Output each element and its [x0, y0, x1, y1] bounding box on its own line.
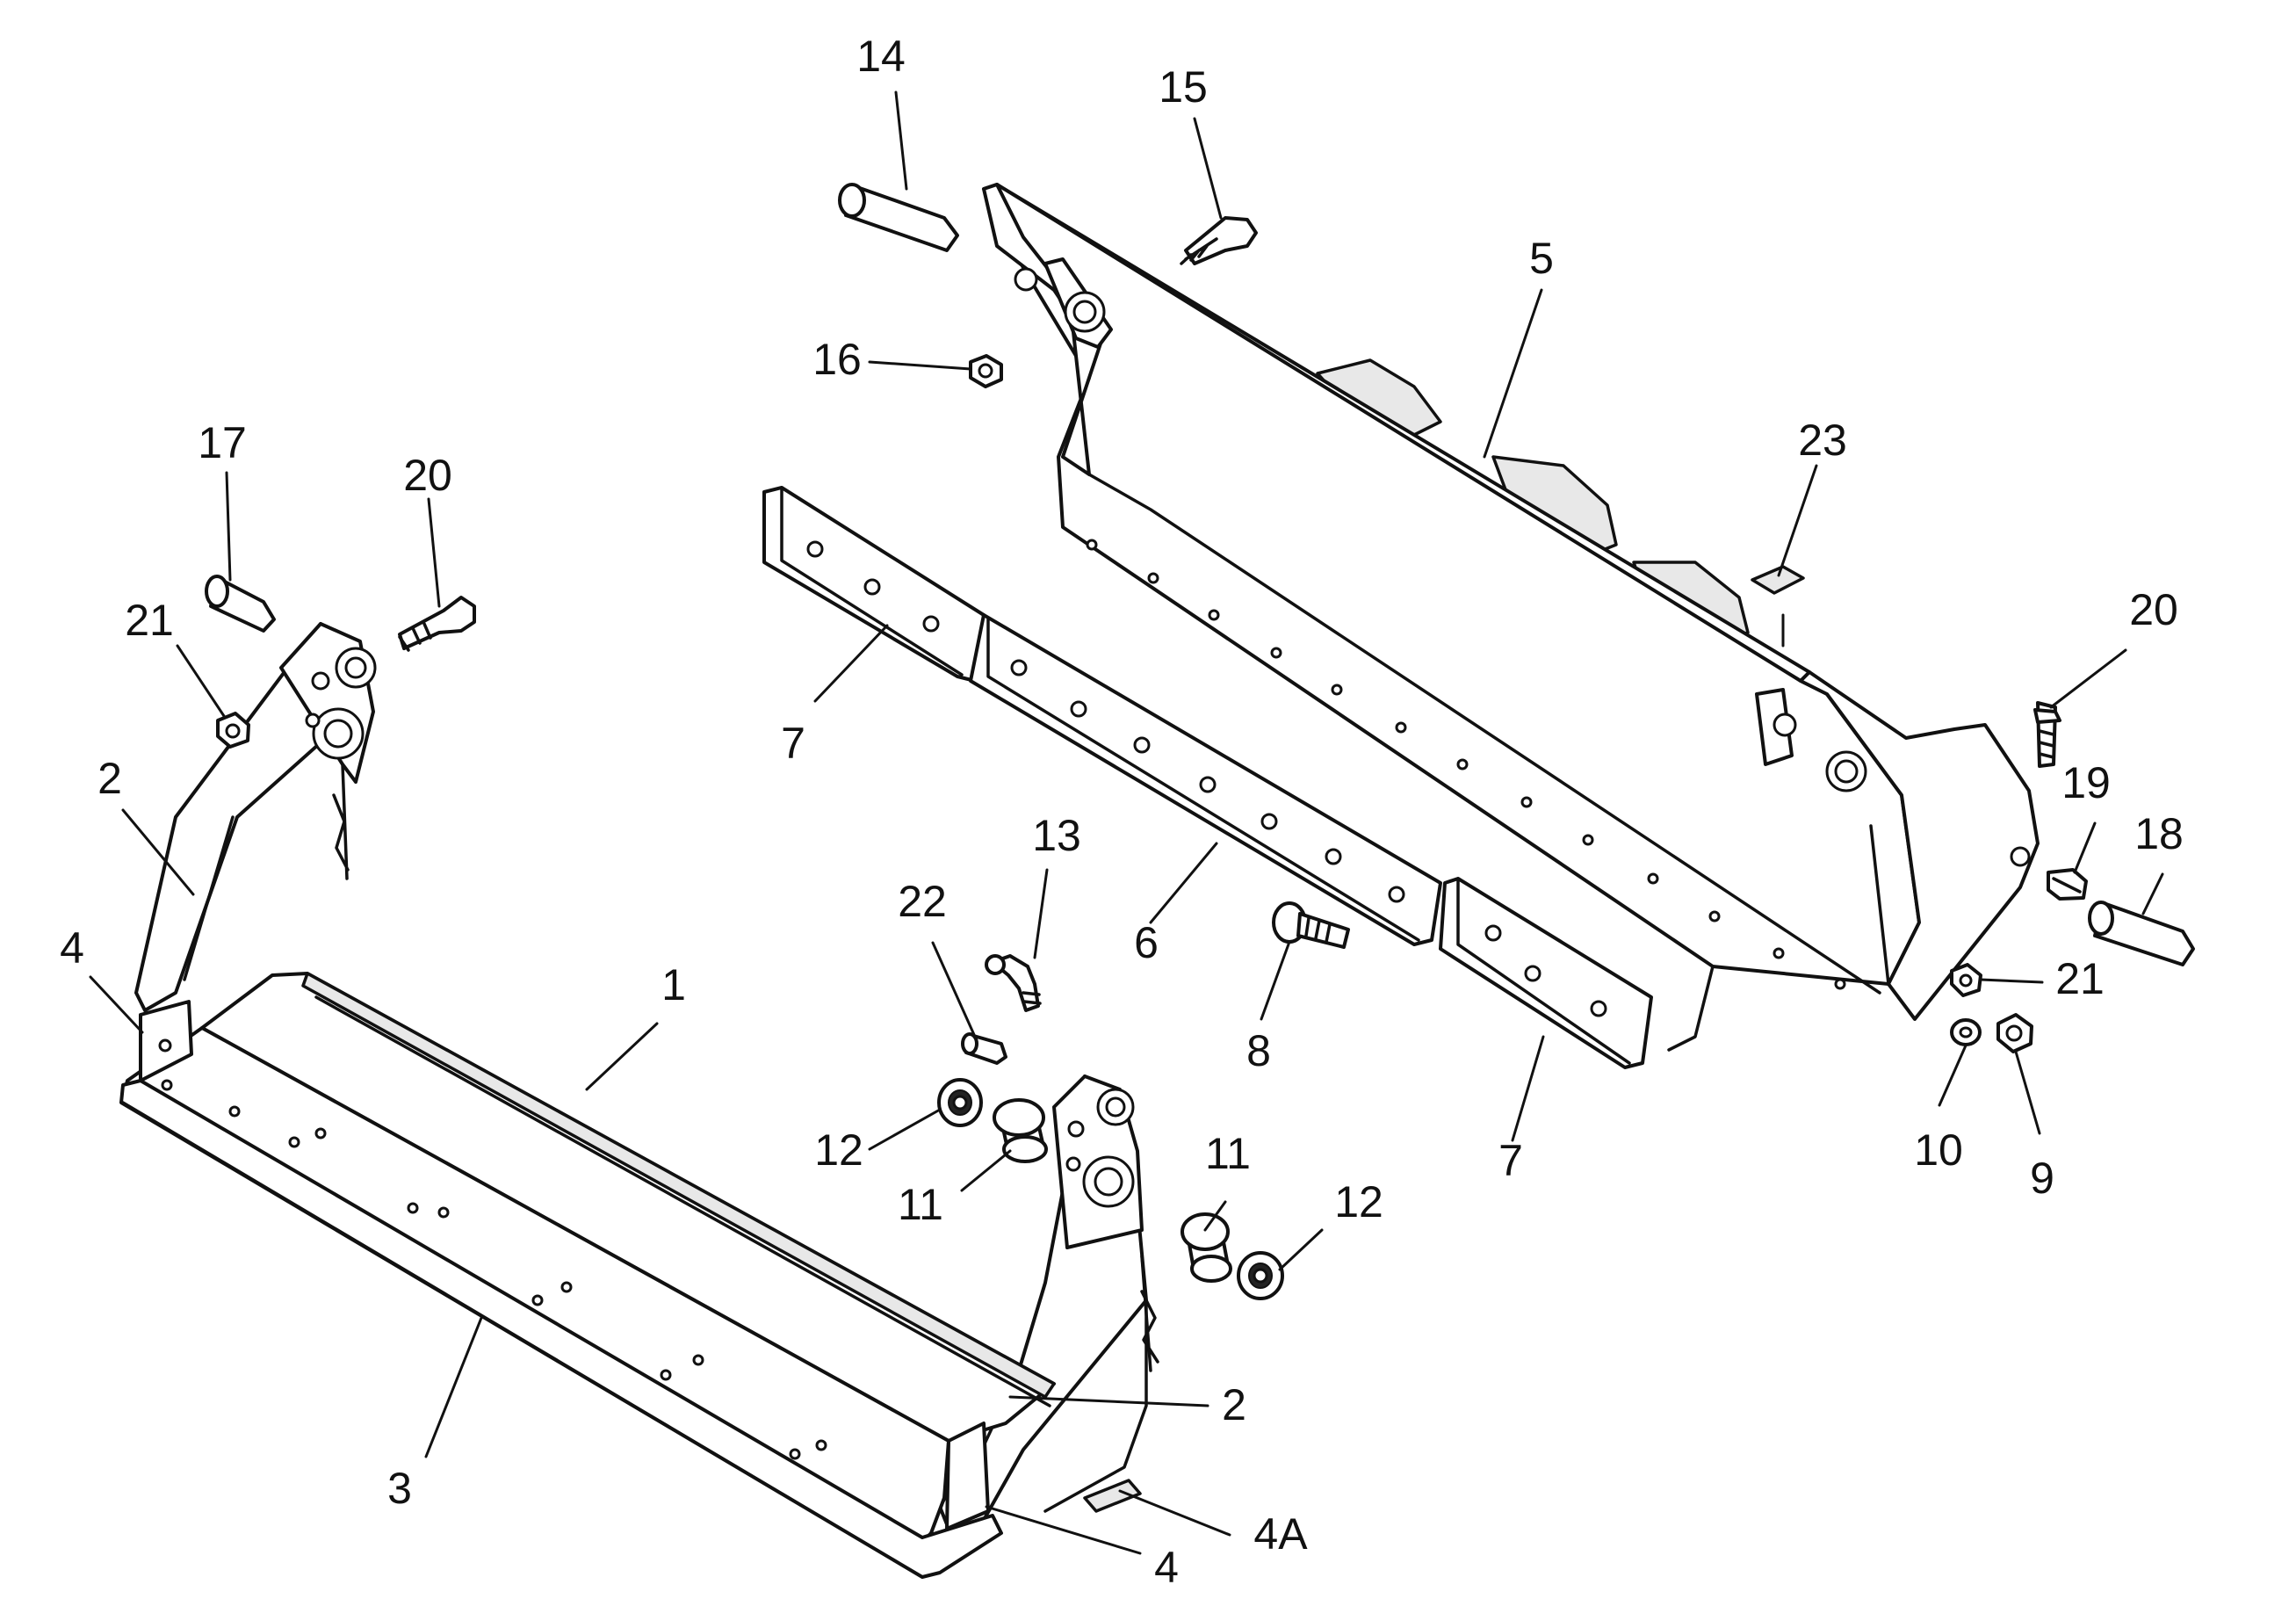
bolt-20-left — [398, 596, 476, 652]
blade-pin-hole-inner — [1072, 300, 1097, 324]
callout-11: 11 — [898, 1180, 943, 1229]
callout-21: 21 — [2055, 954, 2105, 1003]
callouts: 14 15 5 16 17 20 21 23 20 2 7 19 18 13 4… — [60, 32, 2184, 1592]
callout-13: 13 — [1032, 811, 1081, 860]
cutting-edge-left — [762, 486, 986, 683]
callout-7: 7 — [781, 719, 805, 768]
cutting-edge-right — [1439, 877, 1653, 1069]
cutting-edge-center — [969, 613, 1442, 946]
bushing-11-right — [1180, 1212, 1232, 1283]
callout-4A: 4A — [1253, 1509, 1308, 1559]
callout-5: 5 — [1529, 234, 1554, 283]
right-side-plate — [945, 1422, 990, 1530]
callout-20: 20 — [2129, 585, 2178, 634]
callout-16: 16 — [812, 335, 862, 384]
bottom-plate — [119, 1079, 1003, 1579]
callout-2: 2 — [1222, 1380, 1246, 1429]
callout-4: 4 — [60, 923, 84, 973]
callout-12: 12 — [814, 1125, 863, 1175]
callout-21: 21 — [125, 596, 174, 645]
right-arm — [938, 1074, 1159, 1530]
blade-assembly — [982, 183, 2040, 1052]
bushing-11-left — [993, 1098, 1048, 1163]
seal-12-left — [937, 1078, 983, 1127]
pin-22 — [961, 1032, 1007, 1065]
callout-15: 15 — [1159, 62, 1208, 112]
blade-bottom-lip — [1087, 473, 1881, 1052]
washer-10 — [1950, 1018, 1982, 1046]
nut-21-left — [216, 712, 250, 749]
callout-9: 9 — [2030, 1154, 2054, 1203]
bottom-plate-bolt-holes — [161, 1079, 827, 1460]
callout-11: 11 — [1205, 1129, 1251, 1178]
callout-3: 3 — [387, 1464, 412, 1513]
callout-10: 10 — [1914, 1125, 1963, 1175]
blade-pin-hole-inner — [1834, 759, 1859, 784]
callout-20: 20 — [403, 451, 452, 500]
side-plate-4A — [1083, 1479, 1142, 1513]
nut-9 — [1996, 1013, 2033, 1053]
callout-4: 4 — [1154, 1543, 1179, 1592]
callout-6: 6 — [1134, 918, 1159, 967]
callout-22: 22 — [898, 877, 947, 926]
blade-end-hole — [1773, 713, 1797, 737]
leader-lines — [89, 90, 2164, 1555]
callout-12: 12 — [1334, 1177, 1383, 1226]
left-arm — [134, 622, 377, 1012]
bolt-20-right — [2033, 701, 2061, 768]
callout-2: 2 — [97, 754, 122, 803]
blade-right-end-plate — [1799, 670, 2040, 1021]
callout-14: 14 — [856, 32, 906, 81]
pin-17 — [205, 575, 276, 633]
bolt-8 — [1272, 901, 1350, 949]
grease-fitting-19 — [2047, 868, 2088, 901]
plate-23 — [1751, 565, 1805, 595]
blade-bolt-holes — [1086, 539, 1846, 990]
pin-14 — [838, 183, 959, 252]
grease-fitting-13 — [985, 954, 1042, 1012]
seal-12-right — [1237, 1251, 1284, 1300]
callout-17: 17 — [198, 418, 247, 467]
frame-body — [121, 972, 1056, 1548]
callout-18: 18 — [2134, 809, 2184, 858]
blade-right-end-edge — [1869, 824, 1890, 986]
right-arm-bottom-edge — [1043, 1299, 1148, 1513]
bolt-15 — [1180, 216, 1258, 265]
callout-1: 1 — [661, 960, 686, 1009]
pin-18 — [2088, 901, 2195, 966]
blade-end-hole — [2010, 846, 2031, 867]
callout-8: 8 — [1246, 1026, 1271, 1075]
callout-23: 23 — [1798, 416, 1847, 465]
callout-7: 7 — [1498, 1136, 1523, 1185]
nut-21-right — [1950, 963, 1982, 997]
nut-16 — [969, 354, 1003, 388]
callout-19: 19 — [2061, 758, 2111, 807]
blade-end-hole — [1014, 267, 1038, 292]
